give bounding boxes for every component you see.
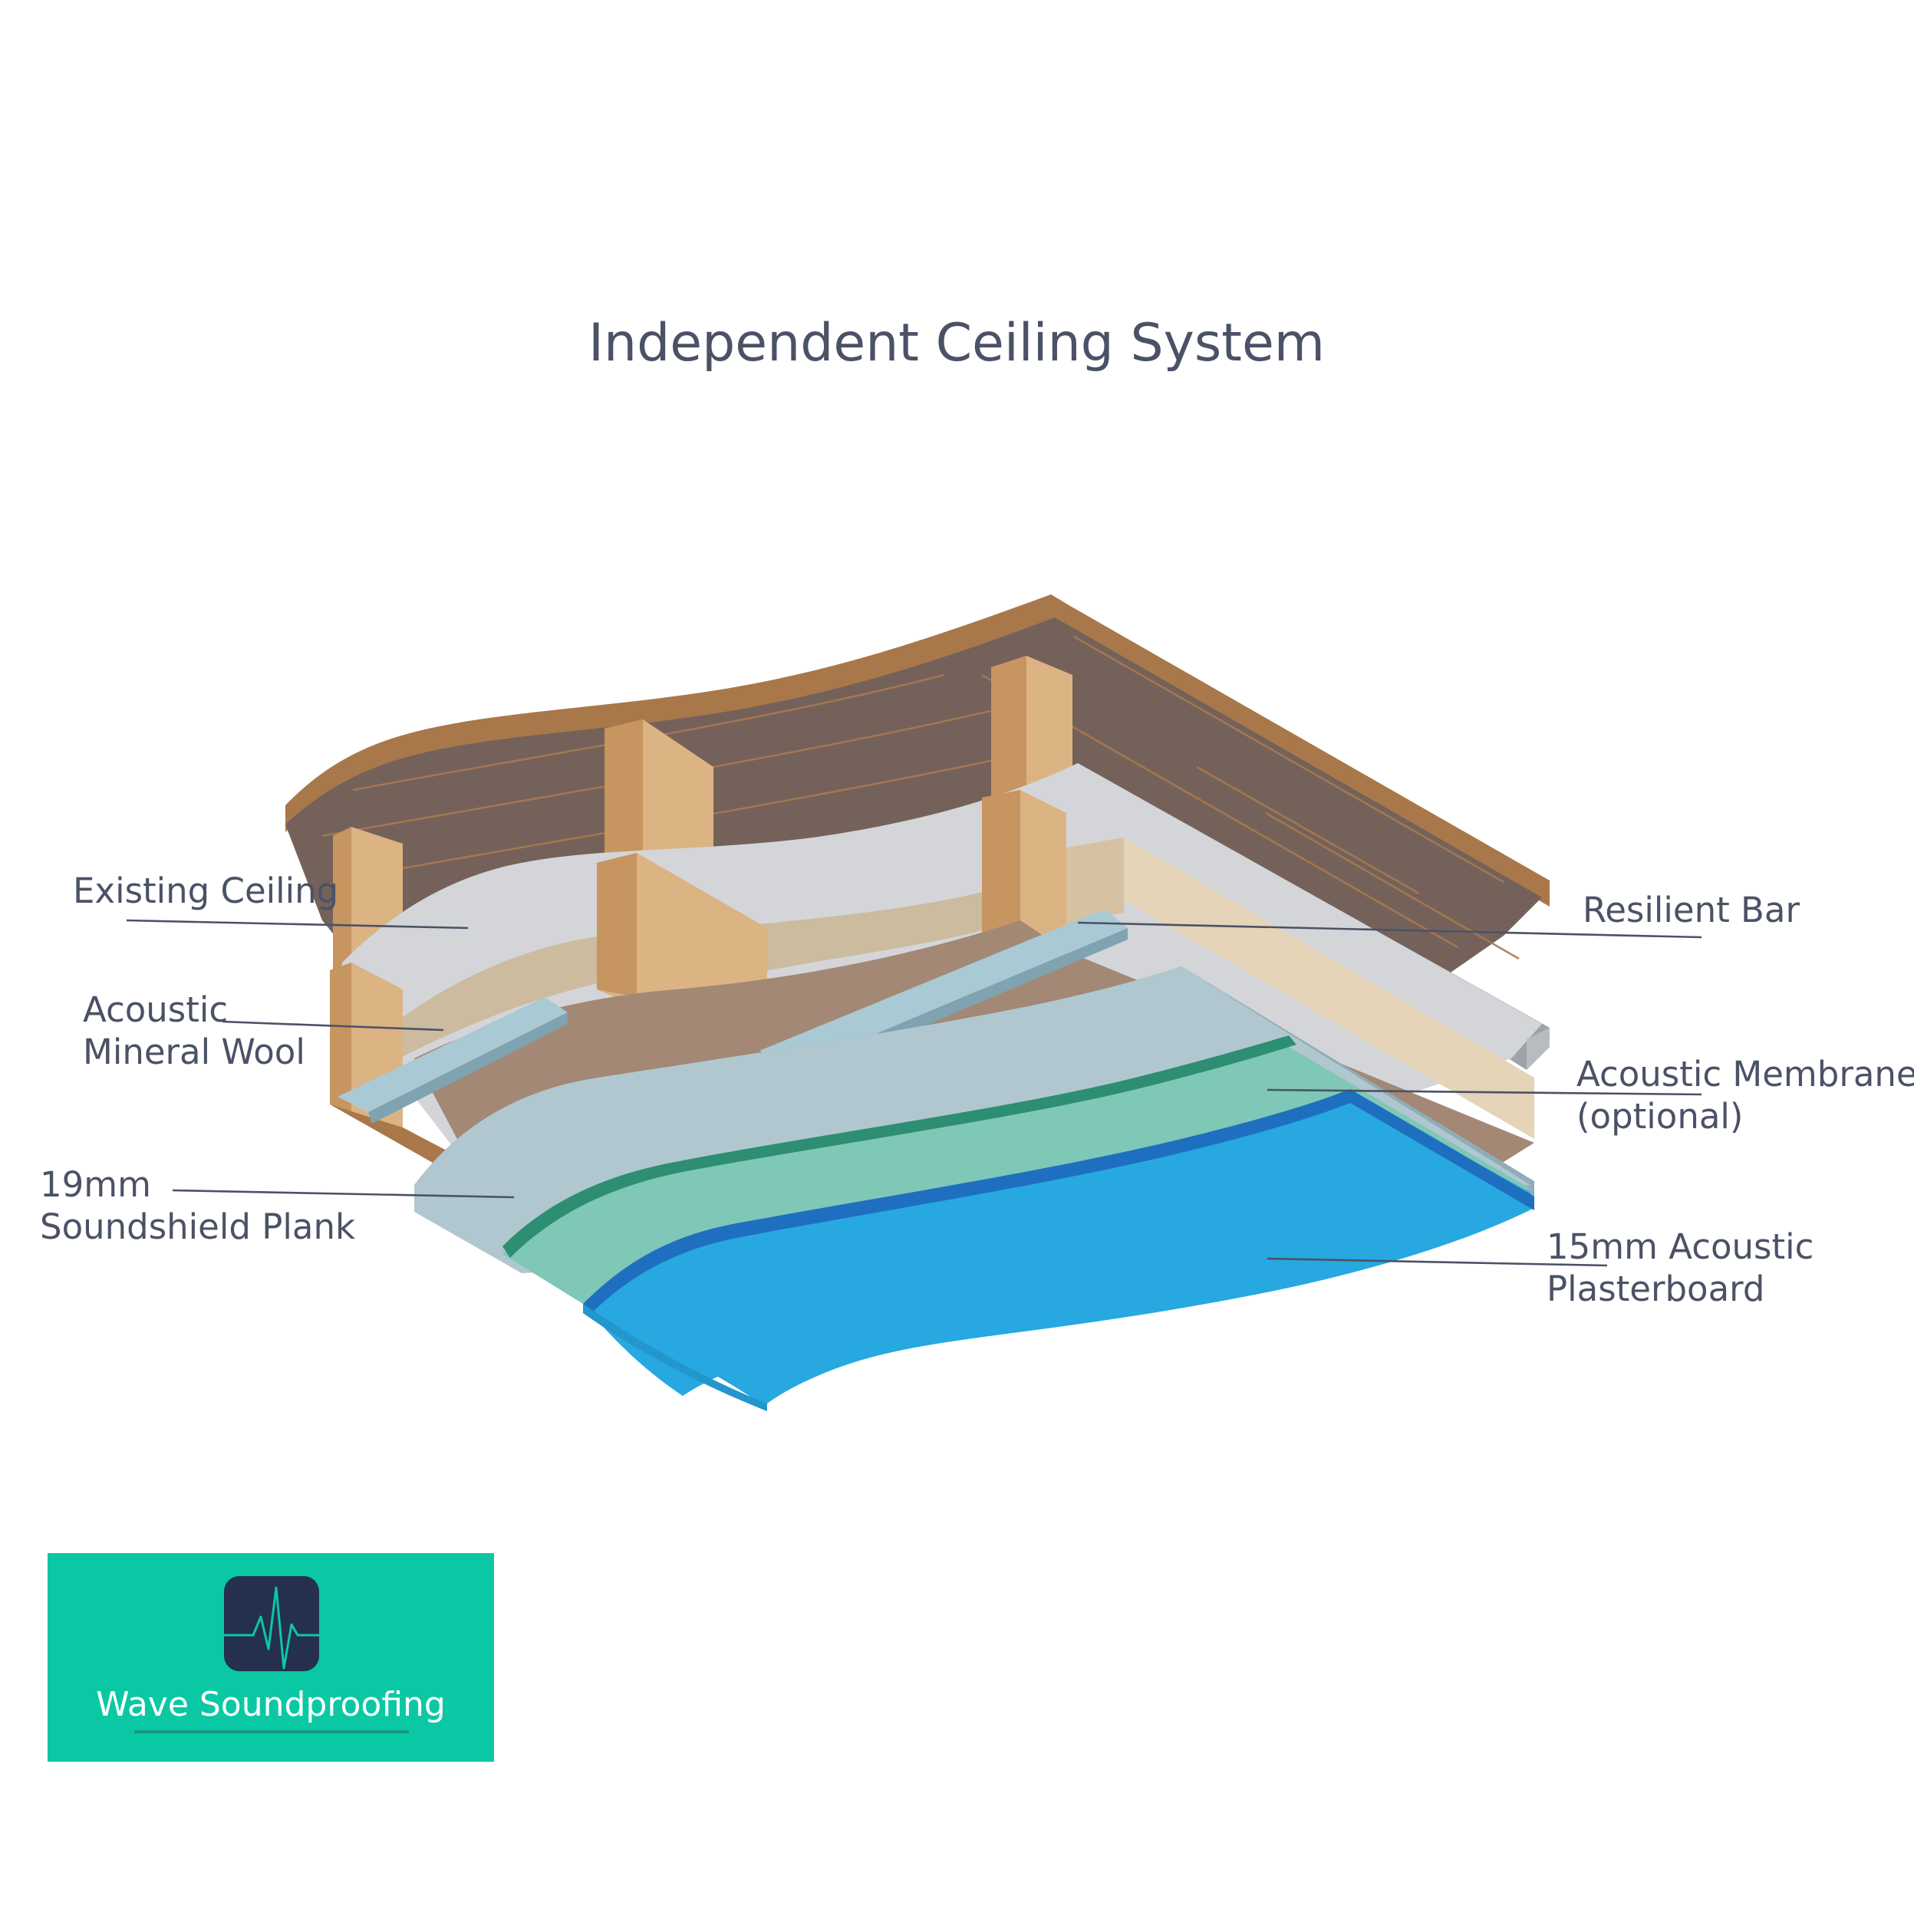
callout-plasterboard-line1: 15mm Acoustic — [1547, 1226, 1814, 1267]
resilient-bar-left — [338, 997, 568, 1112]
leader-resilient-bar — [1077, 921, 1702, 939]
callout-plasterboard: 15mm Acoustic Plasterboard — [1547, 1226, 1814, 1309]
floor-board-edge — [285, 594, 1550, 907]
mineral-wool-mid — [713, 890, 991, 982]
callout-existing-ceiling: Existing Ceiling — [73, 871, 338, 911]
leader-mineral-wool — [222, 1020, 444, 1032]
callout-mineral-wool: Acoustic Mineral Wool — [83, 989, 305, 1072]
callout-plasterboard-line2: Plasterboard — [1547, 1269, 1764, 1309]
leader-lines — [126, 919, 1702, 1267]
callout-membrane-line2: (optional) — [1576, 1096, 1744, 1137]
mineral-wool-layer — [399, 838, 1534, 1139]
mineral-wool-right — [1066, 838, 1534, 1139]
callout-existing-ceiling-line1: Existing Ceiling — [73, 871, 338, 911]
callout-membrane: Acoustic Membrane (optional) — [1576, 1054, 1914, 1137]
callout-soundshield-line1: 19mm — [40, 1164, 151, 1205]
callout-mineral-wool-line2: Mineral Wool — [83, 1032, 305, 1072]
wave-soundproofing-logo: Wave Soundproofing — [48, 1553, 494, 1762]
resilient-bar-right — [759, 909, 1128, 1070]
callout-resilient-bar-line1: Resilient Bar — [1583, 890, 1800, 930]
plasterboard-layer — [583, 1089, 1534, 1411]
logo-wordmark: Wave Soundproofing — [96, 1685, 446, 1724]
leader-soundshield — [172, 1189, 515, 1199]
callout-membrane-line1: Acoustic Membrane — [1576, 1054, 1914, 1094]
callout-resilient-bar: Resilient Bar — [1583, 890, 1800, 930]
callout-soundshield-line2: Soundshield Plank — [40, 1206, 355, 1247]
leader-existing-ceiling — [126, 919, 469, 930]
leader-membrane — [1267, 1088, 1702, 1096]
logo-tagline-strip — [134, 1730, 409, 1733]
mineral-wool-left — [399, 936, 605, 1058]
soundwave-icon — [224, 1586, 319, 1670]
callout-mineral-wool-line1: Acoustic — [83, 989, 228, 1030]
leader-plasterboard — [1267, 1257, 1608, 1267]
page-title: Independent Ceiling System — [588, 313, 1325, 374]
callout-soundshield: 19mm Soundshield Plank — [40, 1164, 355, 1247]
